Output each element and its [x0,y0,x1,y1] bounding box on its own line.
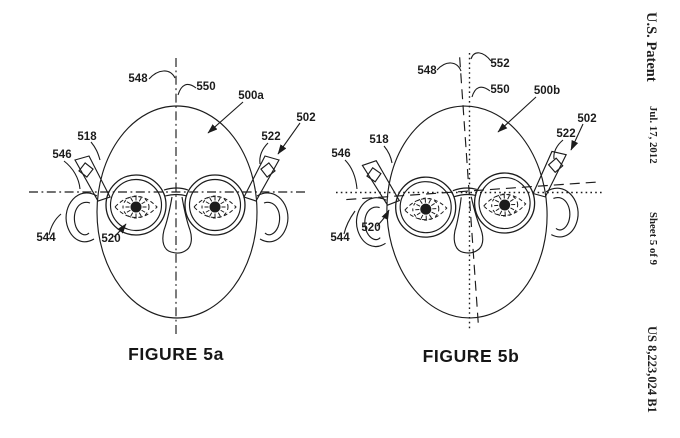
patent-sheet-label: Sheet 5 of 9 [647,212,659,266]
ref-550-b: 550 [490,84,509,96]
ref-502-a: 502 [296,112,315,124]
ref-500b: 500b [534,85,560,97]
fig5a-head [66,106,288,318]
fig5b-reference-numerals: 548 552 550 500b 502 522 518 546 544 520 [330,58,596,244]
ref-522-b: 522 [556,128,575,140]
fig5a-reference-numerals: 548 550 500a 502 522 518 546 544 520 [36,73,315,245]
fig5a-leader-lines [48,70,301,238]
ref-548-a: 548 [128,73,148,85]
ref-522-a: 522 [261,131,280,143]
ref-518-a: 518 [77,131,97,143]
patent-publication-label: U.S. Patent [643,12,659,82]
ref-546-a: 546 [52,149,71,161]
ref-520-a: 520 [101,233,120,245]
ref-548-b: 548 [417,65,437,77]
ref-502-b: 502 [577,113,596,125]
ref-552-b: 552 [490,58,509,70]
ref-550-a: 550 [196,81,215,93]
ref-544-a: 544 [36,232,56,244]
figure-5b-drawing: 548 552 550 500b 502 522 518 546 544 520 [330,52,603,331]
ref-518-b: 518 [369,134,389,146]
patent-number-label: US 8,223,024 B1 [645,326,659,413]
fig5b-tilted-horizontal-axis [346,181,597,201]
fig5b-leader-lines [343,52,584,235]
figure-5b-caption: FIGURE 5b [422,346,520,366]
ref-546-b: 546 [331,148,350,160]
patent-date-label: Jul. 17, 2012 [647,106,659,164]
ref-520-b: 520 [361,222,380,234]
ref-544-b: 544 [330,232,350,244]
figure-5a-caption: FIGURE 5a [128,344,224,364]
fig5b-tilted-vertical-axis [459,57,480,329]
figure-5a-drawing: 548 550 500a 502 522 518 546 544 520 [29,58,316,336]
ref-500a: 500a [238,90,264,102]
